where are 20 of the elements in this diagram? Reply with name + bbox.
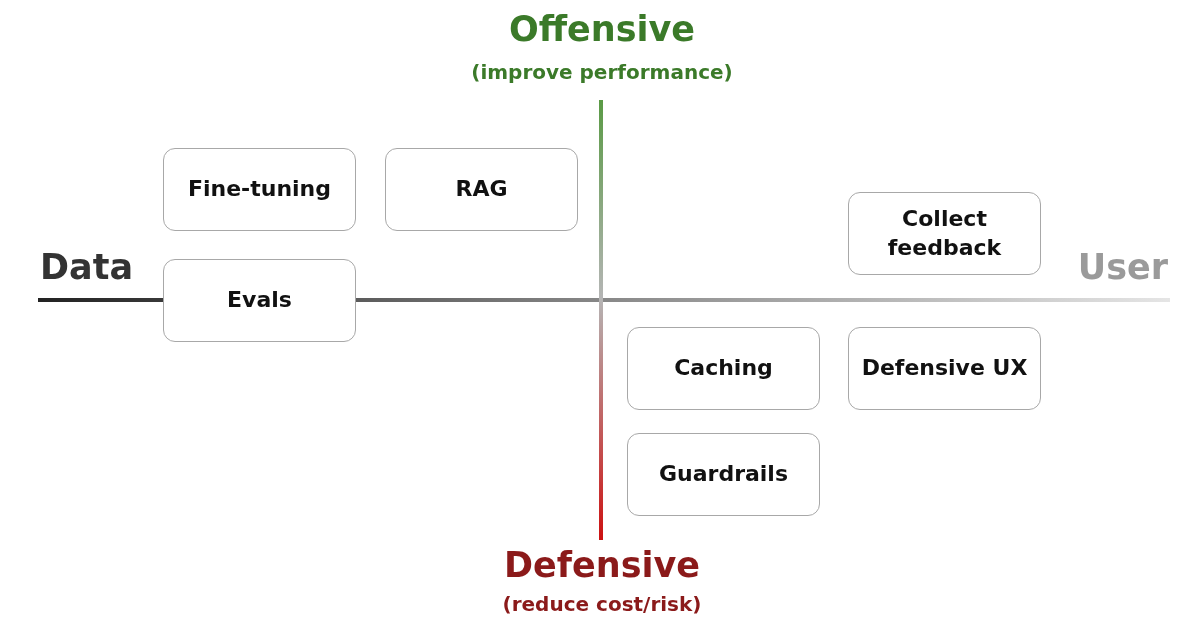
axis-subtitle: (reduce cost/risk)	[501, 594, 703, 614]
axis-title: Offensive	[507, 12, 697, 47]
category-box	[627, 433, 820, 516]
category-box	[627, 327, 820, 410]
box-label: Evals	[227, 286, 292, 315]
category-box	[163, 148, 356, 231]
box-label: Defensive UX	[861, 354, 1028, 383]
axis-title: Data	[40, 250, 134, 285]
category-box	[163, 259, 356, 342]
category-box	[848, 327, 1041, 410]
axis-subtitle: (improve performance)	[470, 62, 734, 82]
box-label: RAG	[455, 175, 508, 204]
category-box	[385, 148, 578, 231]
axis-title: User	[1077, 250, 1168, 285]
category-box	[848, 192, 1041, 275]
box-label: Caching	[674, 354, 773, 383]
box-label: Fine-tuning	[187, 175, 332, 204]
box-label: Guardrails	[658, 460, 788, 489]
box-label: Collect feedback	[886, 204, 1003, 262]
axis-title: Defensive	[502, 548, 702, 583]
